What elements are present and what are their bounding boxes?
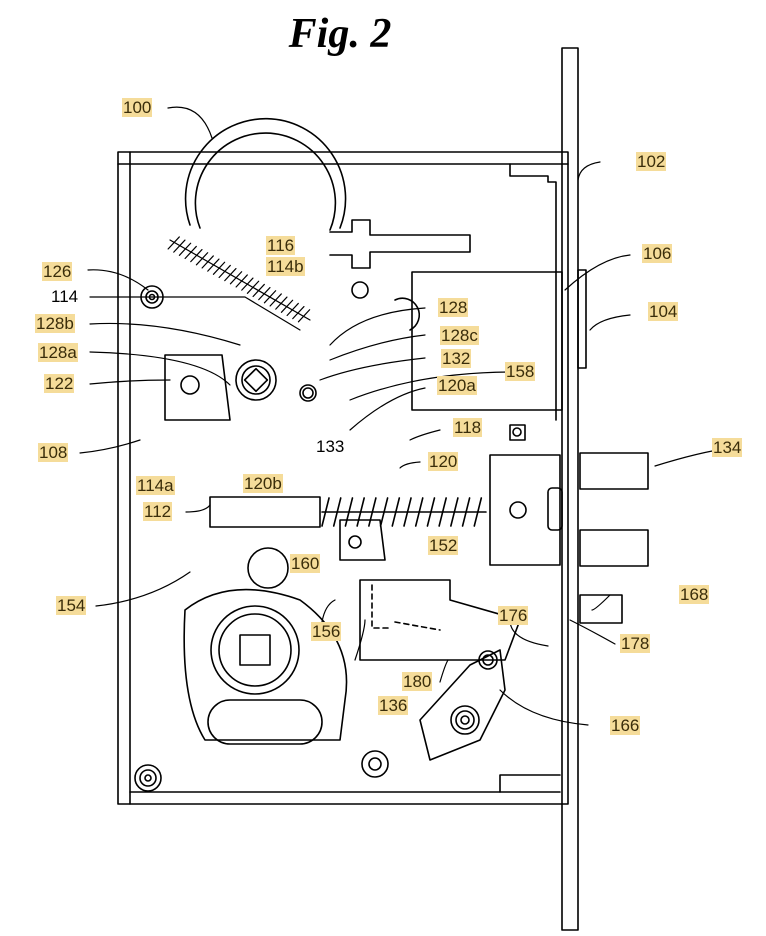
latch-spring: [209, 496, 487, 528]
coil-turn: [224, 267, 237, 282]
coil-turn: [297, 309, 311, 323]
rollers: [134, 285, 526, 792]
coil-turn: [321, 497, 330, 527]
label-102: 102: [636, 152, 667, 171]
label-120: 120: [428, 452, 459, 471]
coil-turn: [286, 302, 299, 317]
coil-turn: [241, 277, 254, 291]
deadbolt-block: [394, 271, 563, 411]
lever-122: [164, 354, 231, 421]
label-180: 180: [402, 672, 433, 691]
label-156: 156: [311, 622, 342, 641]
leader-lines: [79, 106, 731, 726]
label-160: 160: [290, 554, 321, 573]
coil-turn: [280, 299, 294, 313]
label-118: 118: [453, 418, 483, 437]
label-104: 104: [648, 302, 679, 321]
coil-turn: [332, 497, 342, 527]
spring-116: [167, 236, 311, 323]
label-128: 128: [438, 298, 469, 317]
label-166: 166: [610, 716, 641, 735]
coil-turn: [426, 497, 436, 527]
label-128b: 128b: [35, 314, 75, 333]
faceplate: [561, 47, 587, 931]
upper-hub: [184, 117, 471, 299]
coil-turn: [461, 497, 471, 527]
coil-turn: [235, 274, 248, 288]
label-120b: 120b: [243, 474, 283, 493]
label-100: 100: [122, 98, 153, 117]
coil-turn: [473, 497, 483, 527]
lower-hub: [183, 547, 348, 745]
coil-turn: [414, 497, 424, 527]
label-178: 178: [620, 634, 651, 653]
coil-turn: [173, 239, 186, 253]
label-128a: 128a: [38, 343, 78, 362]
label-114: 114: [51, 287, 79, 306]
label-128c: 128c: [440, 326, 479, 345]
label-158: 158: [505, 362, 536, 381]
label-132: 132: [441, 349, 472, 368]
coil-turn: [450, 497, 459, 527]
figure-title: Fig. 2: [288, 11, 392, 57]
coil-turn: [229, 271, 243, 285]
coil-turn: [368, 497, 377, 527]
label-108: 108: [38, 443, 69, 462]
coil-turn: [438, 497, 447, 527]
lever-166: [419, 649, 506, 761]
label-122: 122: [44, 374, 75, 393]
label-116: 116: [266, 236, 296, 255]
coil-turn: [218, 264, 231, 279]
coil-turn: [379, 497, 389, 527]
coil-turn: [212, 261, 226, 275]
label-154: 154: [56, 596, 87, 615]
coil-turn: [252, 283, 265, 298]
auxiliary-latch-168: [579, 594, 623, 624]
coil-turn: [201, 255, 214, 269]
coil-turn: [292, 305, 305, 320]
coil-turn: [263, 290, 277, 304]
label-106: 106: [642, 244, 673, 263]
coil-turn: [258, 286, 271, 301]
latch-134: [489, 452, 649, 567]
coil-turn: [344, 497, 354, 527]
label-112: 112: [143, 502, 173, 521]
coil-turn: [356, 497, 365, 527]
coil-turn: [275, 296, 288, 310]
label-136: 136: [378, 696, 409, 715]
coil-turn: [167, 236, 180, 250]
coil-turn: [178, 242, 192, 256]
label-152: 152: [428, 536, 459, 555]
label-168: 168: [679, 585, 710, 604]
coil-turn: [246, 280, 260, 294]
label-176: 176: [498, 606, 529, 625]
label-134: 134: [712, 438, 743, 457]
coil-turn: [184, 245, 197, 260]
lock-case: [117, 151, 569, 805]
coil-turn: [190, 248, 203, 263]
coil-turn: [391, 497, 401, 527]
label-114a: 114a: [136, 476, 175, 495]
coil-turn: [269, 293, 282, 307]
coil-turn: [195, 252, 209, 266]
label-120a: 120a: [437, 376, 477, 395]
coil-turn: [207, 258, 220, 272]
label-133: 133: [316, 437, 345, 456]
label-114b: 114b: [266, 257, 305, 276]
label-126: 126: [42, 262, 73, 281]
coil-turn: [403, 497, 412, 527]
